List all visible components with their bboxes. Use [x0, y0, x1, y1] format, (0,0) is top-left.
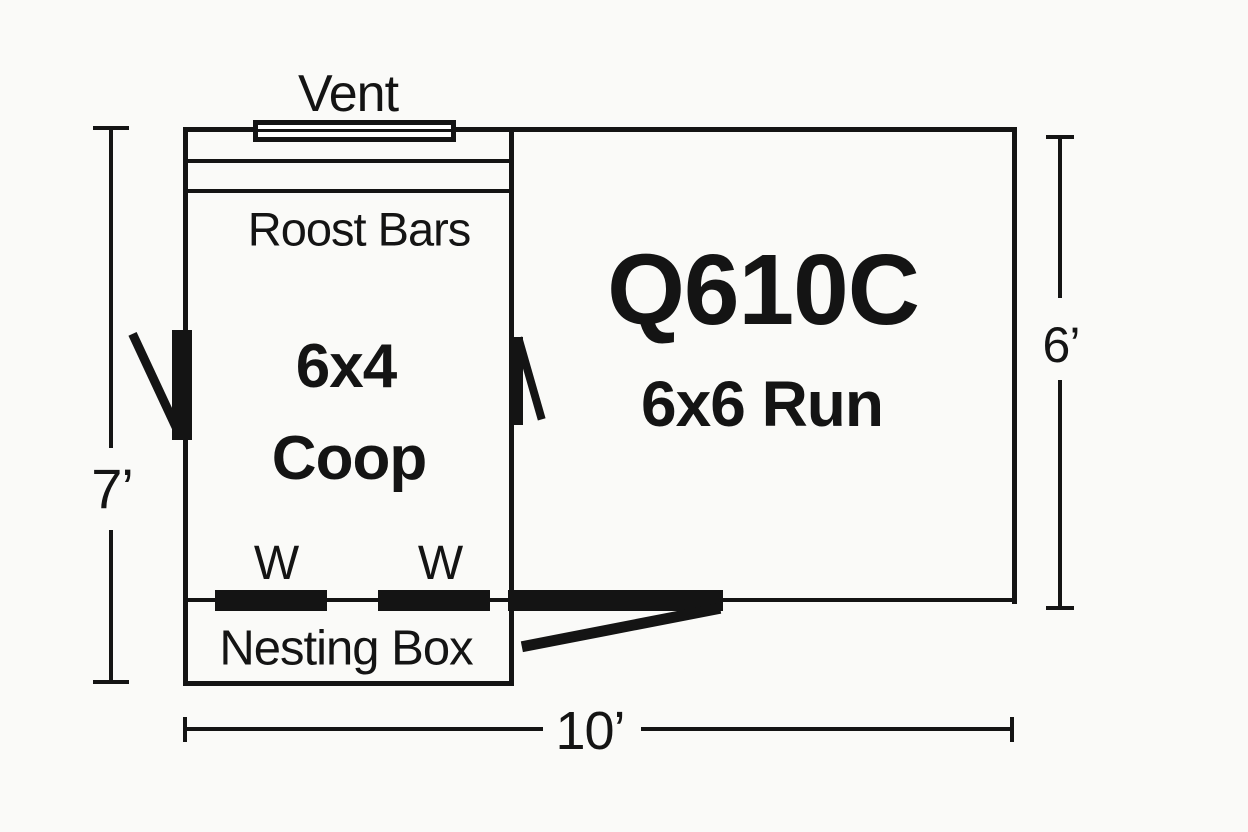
left-door-panel: [172, 330, 192, 440]
window-bar-1: [215, 590, 327, 611]
coop-size-label-line2: Coop: [271, 424, 427, 493]
window-label-1: W: [253, 537, 299, 590]
dim-right-line-upper: [1058, 136, 1062, 298]
dim-left-label: 7’: [91, 457, 134, 520]
coop-bottom-wall: [183, 598, 513, 602]
dim-left-line-upper: [109, 127, 113, 448]
dim-left-line-lower: [109, 530, 113, 683]
dim-right-line-lower: [1058, 380, 1062, 610]
dim-bottom-line-left: [185, 727, 543, 731]
vent-symbol: [253, 120, 456, 142]
dim-right-tick-top: [1046, 135, 1074, 139]
run-size-label: 6x6 Run: [641, 368, 884, 440]
dim-bottom-label: 10’: [555, 701, 625, 761]
top-wall: [183, 127, 1017, 132]
roost-bars-label: Roost Bars: [247, 202, 471, 256]
nesting-box-bottom-wall: [183, 681, 514, 686]
vent-label: Vent: [297, 65, 399, 123]
dim-right-tick-bottom: [1046, 606, 1074, 610]
coop-size-label-line1: 6x4: [295, 332, 397, 401]
roost-bar-line-upper: [188, 159, 511, 163]
window-bar-2: [378, 590, 490, 611]
window-label-2: W: [417, 537, 463, 590]
nesting-box-label: Nesting Box: [219, 621, 473, 676]
right-wall: [1012, 127, 1017, 604]
roost-bar-line-lower: [188, 189, 511, 193]
dim-left-tick-bottom: [93, 680, 129, 684]
vent-symbol-inner-line: [258, 129, 451, 132]
run-door-panel: [508, 590, 723, 611]
dim-bottom-tick-left: [183, 717, 187, 742]
dim-right-label: 6’: [1042, 317, 1081, 373]
dim-left-tick-top: [93, 126, 129, 130]
run-bottom-wall: [509, 598, 1017, 602]
dim-bottom-line-right: [641, 727, 1012, 731]
run-model-label: Q610C: [607, 234, 920, 346]
dim-bottom-tick-right: [1010, 717, 1014, 742]
